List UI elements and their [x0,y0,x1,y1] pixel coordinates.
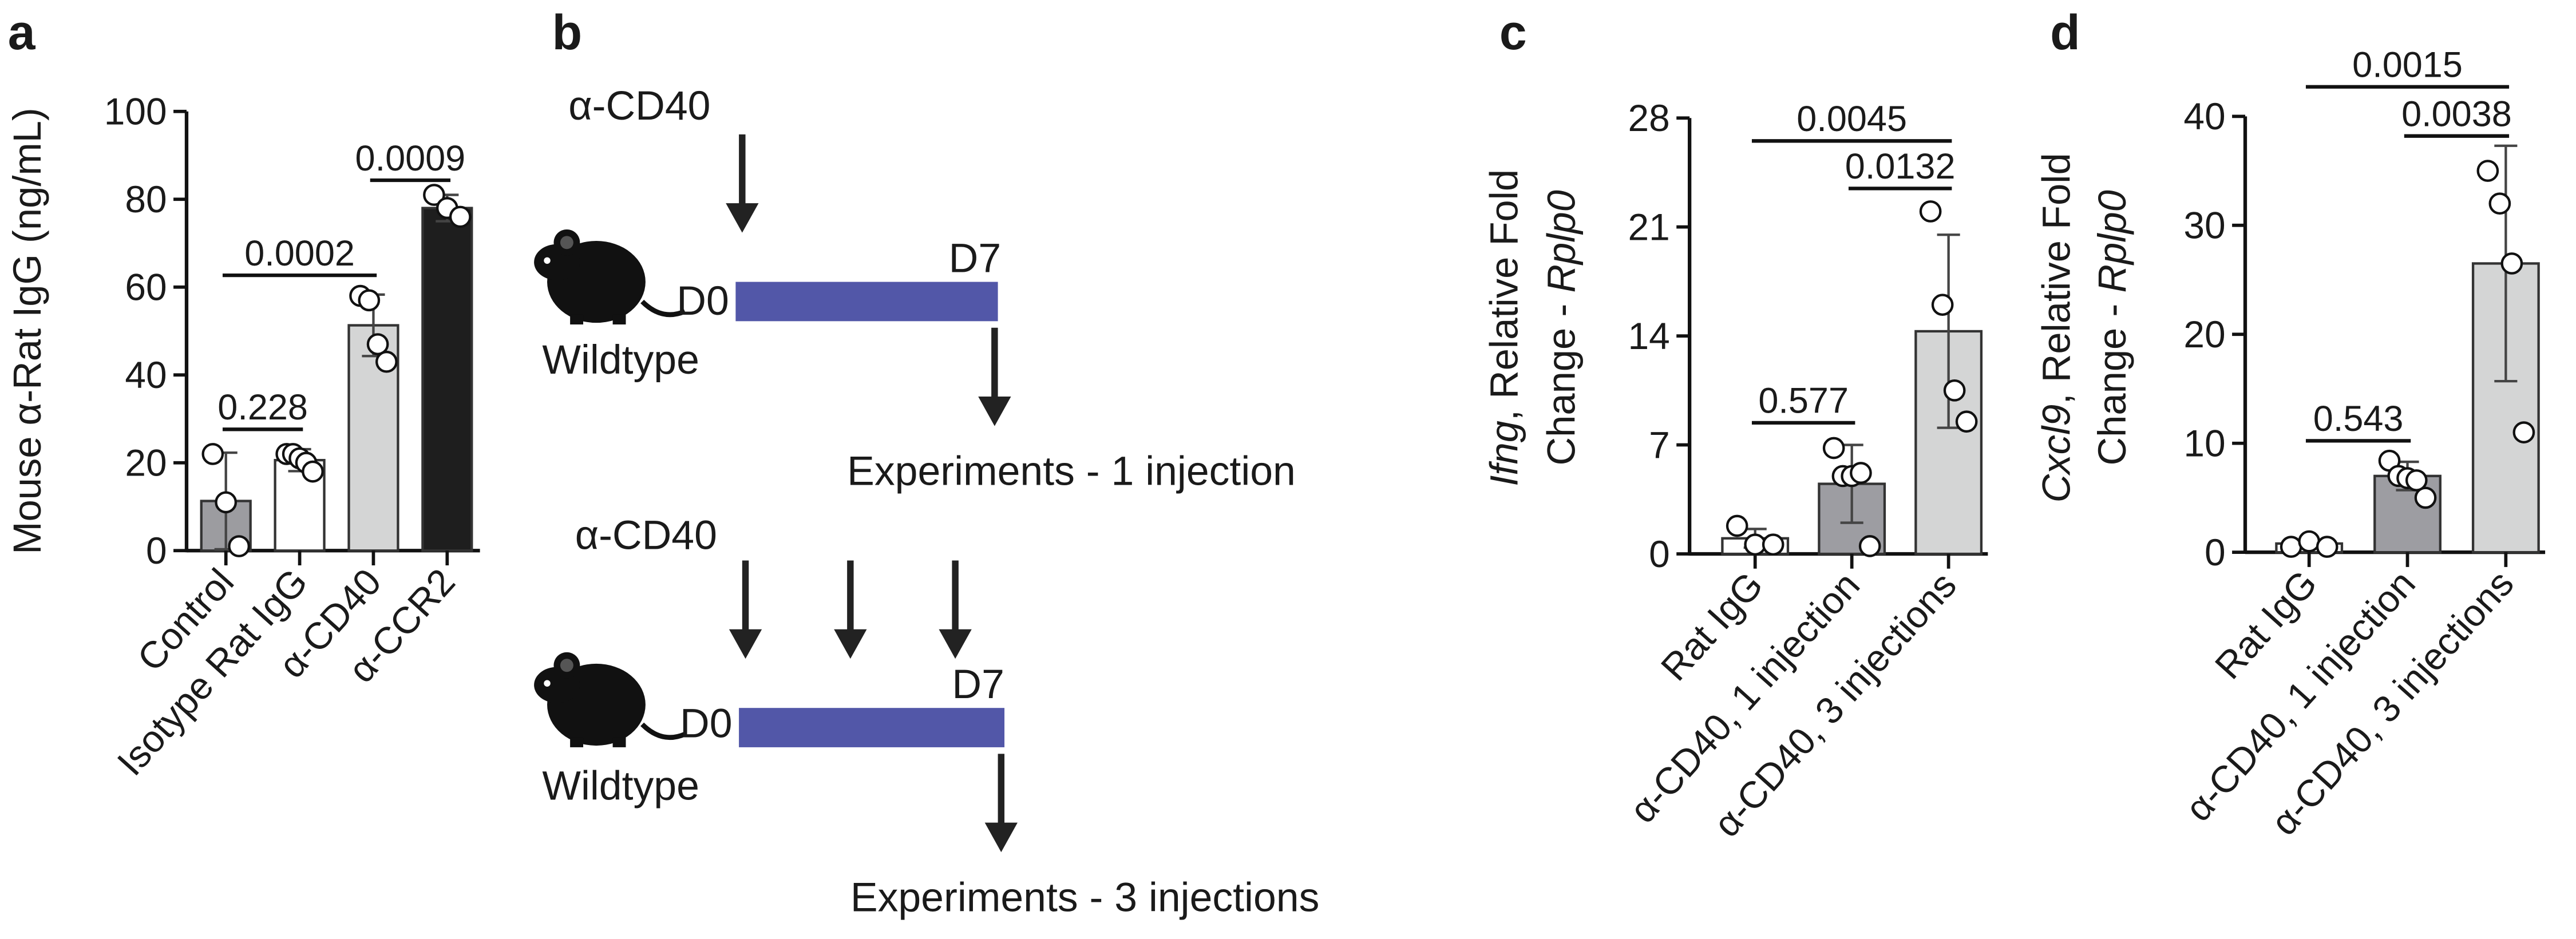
y-axis-label: Ifng, Relative Fold [1482,169,1526,486]
data-point [449,205,472,228]
y-tick-label: 0 [1649,533,1670,575]
data-point [375,350,398,373]
strain-label: Wildtype [542,337,699,383]
y-tick-label: 21 [1628,206,1670,248]
y-tick-label: 7 [1649,423,1670,466]
data-point [228,535,250,557]
day-start-label: D0 [680,701,733,747]
data-point [2316,536,2338,558]
mouse-icon [534,652,686,747]
p-value-label: 0.0038 [2401,94,2512,134]
y-tick-label: 30 [2183,204,2225,247]
y-tick-label: 80 [125,178,167,220]
data-point [1822,437,1845,459]
panel-b-diagram: α-CD40 D0 D7 Wildtype [534,83,1319,920]
y-tick-label: 28 [1628,97,1670,139]
data-point [2280,536,2302,558]
y-tick-label: 40 [2183,95,2225,137]
data-point [423,184,445,206]
mouse-icon [534,229,686,325]
arrow-down-icon [726,134,759,233]
readout-label: Experiments - 3 injections [850,874,1320,920]
y-tick-label: 40 [125,354,167,396]
panel-label-a: a [8,5,36,60]
data-point [1850,462,1872,484]
day-end-label: D7 [952,661,1004,707]
schedule-3-injections: α-CD40 D0 [534,512,1319,920]
data-point [215,491,238,514]
panel-label-d: d [2050,5,2080,60]
y-tick-label: 20 [125,442,167,484]
data-point [1931,294,1954,316]
data-point [1762,533,1784,556]
arrow-down-icon [984,754,1018,853]
data-point [1919,200,1942,223]
data-point [1858,535,1881,557]
p-value-label: 0.0132 [1845,146,1956,187]
y-axis-label: Change - Rplp0 [1540,190,1584,465]
treatment-label: α-CD40 [575,512,717,558]
arrow-down-icon [834,560,867,659]
data-point [2512,421,2535,443]
readout-label: Experiments - 1 injection [847,449,1296,494]
treatment-label: α-CD40 [568,83,710,129]
y-axis-label: Change - Rplp0 [2090,190,2134,465]
y-tick-label: 60 [125,266,167,308]
p-value-label: 0.0002 [244,233,355,274]
arrow-down-icon [939,560,972,659]
data-point [358,289,381,312]
arrow-down-icon [978,327,1011,426]
p-value-label: 0.543 [2313,399,2404,439]
data-point [2414,486,2437,509]
data-point [2405,469,2428,492]
p-value-label: 0.577 [1758,381,1849,421]
y-tick-label: 20 [2183,313,2225,355]
p-value-label: 0.0009 [355,138,466,179]
arrow-down-icon [729,560,762,659]
y-tick-label: 0 [2205,531,2226,573]
y-tick-label: 0 [146,529,167,572]
p-value-label: 0.228 [217,387,308,427]
y-tick-label: 10 [2183,422,2225,465]
data-point [1943,379,1966,402]
data-point [2476,160,2499,182]
strain-label: Wildtype [542,763,699,809]
timeline-bar [735,282,998,322]
data-point [1955,410,1978,433]
day-start-label: D0 [676,278,729,324]
panel-label-c: c [1499,5,1527,60]
panel-label-b: b [552,5,582,60]
data-point [1726,514,1748,537]
data-point [201,443,224,465]
schedule-1-injection: α-CD40 D0 D7 Wildtype [534,83,1296,494]
data-point [366,333,389,355]
bar-4 [421,207,473,552]
y-tick-label: 100 [104,90,167,133]
data-point [2298,530,2321,553]
p-value-label: 0.0015 [2352,45,2463,85]
data-point [1744,533,1767,556]
timeline-bar [739,708,1005,747]
data-point [302,460,324,483]
y-axis-label: Cxcl9, Relative Fold [2035,153,2079,502]
y-tick-label: 14 [1628,315,1670,357]
data-point [2488,192,2511,215]
day-end-label: D7 [949,235,1002,281]
y-axis-label: Mouse α-Rat IgG (ng/mL) [5,108,49,554]
p-value-label: 0.0045 [1797,99,1907,139]
data-point [2500,252,2523,275]
